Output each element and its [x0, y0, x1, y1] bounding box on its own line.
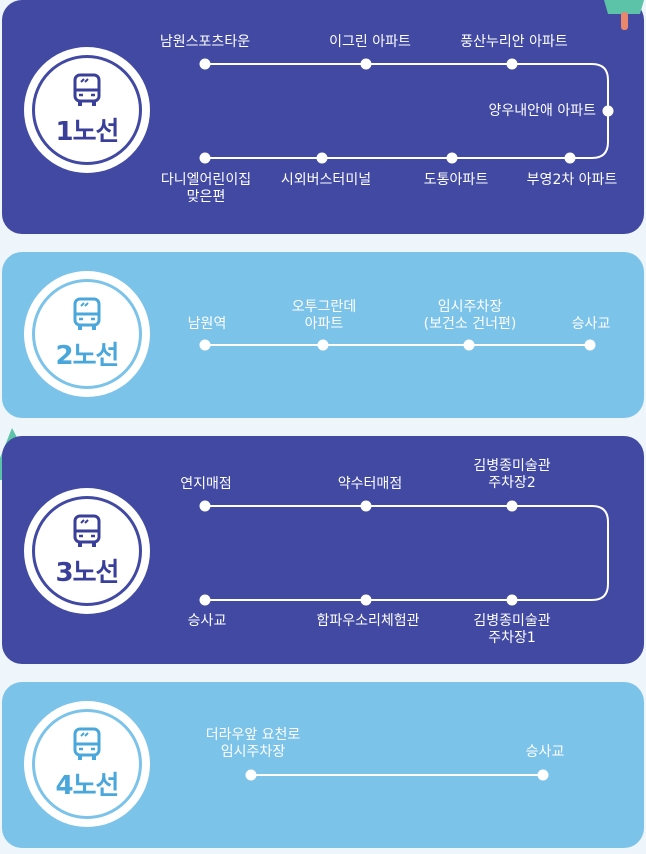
stop-label: 승사교 — [187, 613, 227, 629]
stop-dot — [317, 339, 329, 351]
stop-dot — [316, 152, 328, 164]
stop-dot — [537, 769, 549, 781]
stop-label: 오투그란데 아파트 — [291, 299, 357, 332]
route-badge: 3노선 — [24, 488, 150, 614]
route-card-1: 1노선 남원스포츠타운 이그린 아파트 풍산누리안 아파트 양우내안애 아파트 … — [2, 0, 644, 234]
stop-dot — [506, 500, 518, 512]
stop-label: 연지매점 — [180, 476, 232, 492]
stop-label: 임시주차장 (보건소 건너편) — [423, 299, 517, 332]
stop-dot — [360, 500, 372, 512]
route-line-1 — [199, 58, 614, 164]
route-badge: 4노선 — [24, 701, 150, 827]
stop-label: 다니엘어린이집 맞은편 — [160, 172, 252, 205]
route-name: 3노선 — [55, 558, 120, 588]
bus-icon — [73, 727, 101, 760]
route-name: 2노선 — [55, 341, 120, 371]
stop-label: 남원역 — [187, 316, 227, 332]
stop-dot — [564, 152, 576, 164]
stop-label: 양우내안애 아파트 — [488, 103, 597, 119]
stop-label: 김병종미술관 주차장2 — [473, 458, 551, 491]
stop-dot — [199, 594, 211, 606]
stop-dot — [199, 339, 211, 351]
route-badge: 2노선 — [24, 271, 150, 397]
stop-label: 김병종미술관 주차장1 — [473, 613, 551, 646]
route-badge: 1노선 — [24, 47, 150, 173]
stop-dot — [360, 58, 372, 70]
stop-dot — [463, 339, 475, 351]
stop-dot — [584, 339, 596, 351]
route-line-3 — [199, 500, 609, 606]
stop-dot — [602, 105, 614, 117]
bus-icon — [73, 73, 101, 106]
route-card-4: 4노선 더라우앞 요천로 임시주차장 승사교 — [2, 682, 644, 848]
stop-label: 더라우앞 요천로 임시주차장 — [205, 727, 301, 760]
route-card-2: 2노선 남원역 오투그란데 아파트 임시주차장 (보건소 건너편) 승사교 — [2, 252, 644, 418]
stop-dot — [199, 58, 211, 70]
route-name: 1노선 — [55, 117, 120, 147]
stop-label: 시외버스터미널 — [280, 172, 372, 188]
stop-label: 승사교 — [571, 316, 611, 332]
route-line-2 — [199, 339, 596, 351]
route-card-3: 3노선 연지매점 약수터매점 김병종미술관 주차장2 김병종미술관 주차장1 함… — [2, 436, 644, 664]
stop-label: 약수터매점 — [337, 476, 403, 492]
stop-label: 도통아파트 — [423, 172, 489, 188]
route-line-4 — [245, 769, 549, 781]
stop-dot — [446, 152, 458, 164]
stop-label: 부영2차 아파트 — [526, 172, 618, 188]
stop-dot — [199, 500, 211, 512]
bus-icon — [73, 514, 101, 547]
route-name: 4노선 — [55, 771, 120, 801]
stop-label: 이그린 아파트 — [329, 34, 411, 50]
stop-label: 승사교 — [525, 744, 565, 760]
stop-dot — [245, 769, 257, 781]
stop-label: 함파우소리체험관 — [316, 613, 420, 629]
stop-label: 풍산누리안 아파트 — [460, 34, 568, 50]
stop-label: 남원스포츠타운 — [159, 34, 251, 50]
stop-dot — [506, 594, 518, 606]
bus-icon — [73, 297, 101, 330]
stop-dot — [506, 58, 518, 70]
tree-icon — [604, 0, 644, 30]
stop-dot — [360, 594, 372, 606]
stop-dot — [199, 152, 211, 164]
